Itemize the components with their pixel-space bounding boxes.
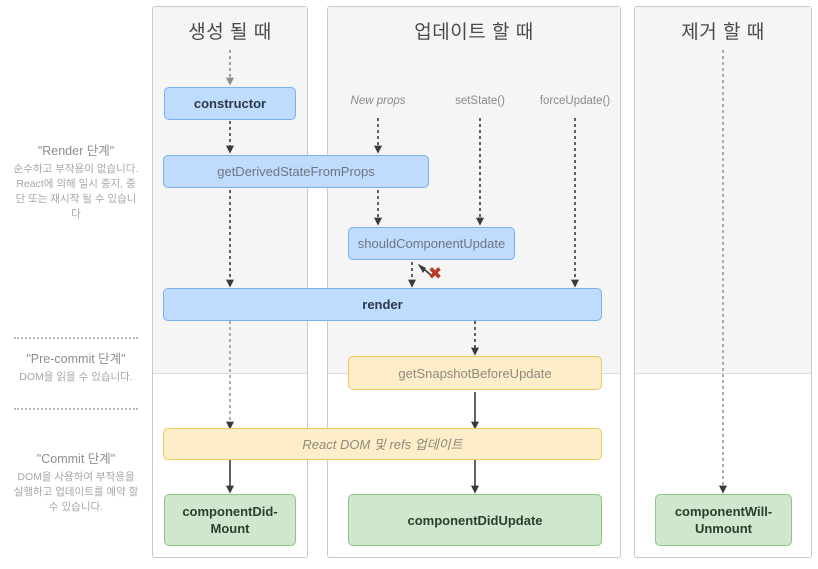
node-should-component-update[interactable]: shouldComponentUpdate xyxy=(348,227,515,260)
trigger-force-update: forceUpdate() xyxy=(539,95,611,107)
trigger-set-state: setState() xyxy=(455,95,505,107)
node-get-derived-state-from-props[interactable]: getDerivedStateFromProps xyxy=(163,155,429,188)
phase-body-commit: DOM을 사용하여 부작용을 실행하고 업데이트를 예약 할 수 있습니다. xyxy=(13,471,139,513)
phase-body-precommit: DOM을 읽을 수 있습니다. xyxy=(19,371,133,383)
bail-out-x-icon: ✖ xyxy=(428,264,443,284)
trigger-new-props: New props xyxy=(350,95,406,107)
phase-divider-top xyxy=(14,337,138,339)
node-get-snapshot-before-update[interactable]: getSnapshotBeforeUpdate xyxy=(348,356,602,390)
phase-title-commit: "Commit 단계" xyxy=(36,452,116,466)
column-header-update: 업데이트 할 때 xyxy=(414,21,534,43)
phase-title-render: "Render 단계" xyxy=(37,144,115,158)
component-did-mount-line-2: Mount xyxy=(210,521,250,536)
phase-legend: "Render 단계" 순수하고 부작용이 없습니다. React에 의해 일시… xyxy=(0,0,152,569)
column-header-unmount: 제거 할 때 xyxy=(681,21,765,43)
component-will-unmount-line-2: Unmount xyxy=(694,521,753,536)
phase-title-precommit: "Pre-commit 단계" xyxy=(26,352,126,366)
column-header-mount: 생성 될 때 xyxy=(188,21,272,43)
node-component-did-mount[interactable]: componentDid- Mount xyxy=(164,494,296,546)
component-will-unmount-line-1: componentWill- xyxy=(674,504,773,519)
phase-note-render: "Render 단계" 순수하고 부작용이 없습니다. React에 의해 일시… xyxy=(0,140,152,222)
node-component-did-update[interactable]: componentDidUpdate xyxy=(348,494,602,546)
phase-note-precommit: "Pre-commit 단계" DOM을 읽을 수 있습니다. xyxy=(0,348,152,385)
column-update: 업데이트 할 때 xyxy=(327,6,621,558)
phase-body-render: 순수하고 부작용이 없습니다. React에 의해 일시 중지, 중단 또는 재… xyxy=(13,163,139,220)
component-did-mount-line-1: componentDid- xyxy=(182,504,278,519)
phase-note-commit: "Commit 단계" DOM을 사용하여 부작용을 실행하고 업데이트를 예약… xyxy=(0,448,152,515)
node-render[interactable]: render xyxy=(163,288,602,321)
phase-divider-bottom xyxy=(14,408,138,410)
node-constructor[interactable]: constructor xyxy=(164,87,296,120)
node-component-will-unmount[interactable]: componentWill- Unmount xyxy=(655,494,792,546)
node-react-dom-and-refs-update[interactable]: React DOM 및 refs 업데이트 xyxy=(163,428,602,460)
